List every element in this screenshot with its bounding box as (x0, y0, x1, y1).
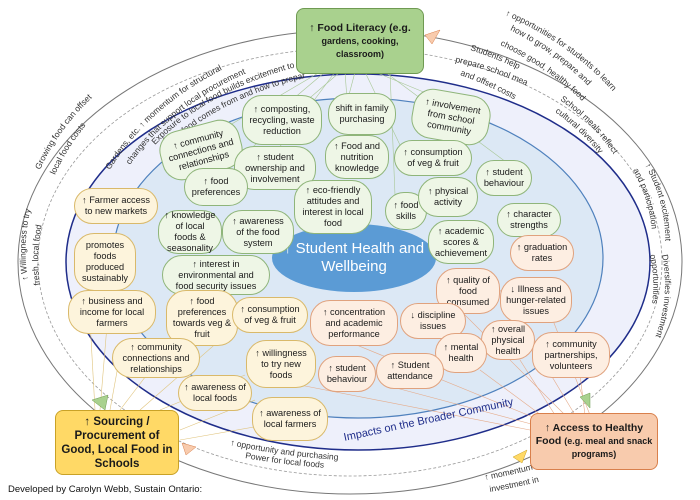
credit-text: Developed by Carolyn Webb, Sustain Ontar… (8, 484, 203, 495)
node-yellow: ↑ awareness of local farmers (252, 397, 328, 441)
node-orange: ↑ overall physical health (481, 320, 535, 360)
arrowhead-orange-bottom (181, 442, 197, 456)
node-label: ↑ student behaviour (326, 363, 368, 384)
node-label: ↑ student ownership and involvement (245, 151, 305, 184)
node-yellow: ↑ food preferences towards veg & fruit (166, 290, 238, 346)
hub-access-title: ↑ Access to Healthy (544, 422, 644, 434)
center-student-health: ↑ Student Health and Wellbeing (272, 224, 436, 292)
node-green: ↑ awareness of the food system (222, 210, 294, 254)
node-green: shift in family purchasing (328, 93, 396, 135)
node-yellow: ↑ consumption of veg & fruit (232, 297, 308, 333)
node-label: promotes foods produced sustainably (82, 240, 128, 283)
node-label: ↑ food skills (393, 200, 419, 221)
node-label: ↑ Food and nutrition knowledge (334, 140, 380, 173)
node-label: ↑ community connections and relationship… (122, 341, 190, 374)
node-green: ↑ student behaviour (476, 160, 532, 196)
center-label: ↑ Student Health and Wellbeing (283, 240, 425, 275)
arrowhead-green-right (579, 392, 591, 409)
node-label: ↑ mental health (443, 342, 479, 363)
node-green: ↑ character strengths (497, 203, 561, 237)
node-label: shift in family purchasing (335, 103, 389, 124)
node-yellow: ↑ Farmer access to new markets (74, 188, 158, 224)
node-label: ↑ awareness of local foods (184, 382, 246, 403)
node-label: ↑ concentration and academic performance (322, 306, 386, 339)
node-label: ↑ food preferences (191, 176, 241, 197)
node-yellow: ↑ business and income for local farmers (68, 290, 156, 334)
node-label: ↑ food preferences towards veg & fruit (172, 296, 232, 339)
inner-dashed-arc (37, 47, 663, 477)
hub-food-literacy-title: ↑ Food Literacy (e.g. (309, 21, 411, 34)
node-label: ↑ graduation rates (516, 242, 568, 263)
node-green: ↑ consumption of veg & fruit (394, 140, 472, 176)
hub-food-literacy: ↑ Food Literacy (e.g. gardens, cooking, … (296, 8, 424, 74)
node-yellow: ↑ awareness of local foods (178, 375, 252, 411)
node-label: ↑ overall physical health (490, 323, 526, 356)
node-orange: ↑ quality of food consumed (436, 268, 500, 314)
node-label: ↑ willingness to try new foods (255, 347, 307, 380)
node-label: ↑ Farmer access to new markets (82, 195, 150, 216)
node-orange: ↑ graduation rates (510, 235, 574, 271)
arc-label: opportunities (648, 253, 661, 304)
hub-access-sub-bold: Food (535, 435, 562, 447)
node-orange: ↑ Student attendance (376, 353, 444, 389)
node-label: ↑ business and income for local farmers (79, 295, 145, 328)
node-label: ↑ quality of food consumed (446, 274, 490, 307)
hub-sourcing: ↑ Sourcing / Procurement of Good, Local … (55, 410, 179, 475)
node-orange: ↑ student behaviour (318, 356, 376, 392)
node-green: ↑ food preferences (184, 168, 248, 206)
node-orange: ↑ concentration and academic performance (310, 300, 398, 346)
node-label: ↑ academic scores & achievement (434, 225, 488, 258)
node-green: ↑ eco-friendly attitudes and interest in… (294, 180, 372, 234)
arrowhead-yellow-bottom (512, 449, 528, 464)
arrowhead-orange-top (424, 29, 441, 45)
node-label: ↑ student behaviour (483, 167, 525, 188)
hub-sourcing-title: ↑ Sourcing / Procurement of Good, Local … (61, 415, 173, 470)
node-label: ↓ discipline issues (410, 310, 456, 331)
node-green: ↑ composting, recycling, waste reduction (242, 95, 322, 145)
node-yellow: ↑ willingness to try new foods (246, 340, 316, 388)
hub-access: ↑ Access to Healthy Food (e.g. meal and … (530, 413, 658, 470)
node-label: ↓ Illness and hunger-related issues (506, 283, 566, 316)
node-label: ↑ composting, recycling, waste reduction (249, 103, 315, 136)
node-green: ↑ knowledge of local foods & seasonality (158, 210, 222, 254)
arrowhead-green-left (91, 394, 109, 411)
arc-label: fresh, local food (30, 223, 44, 286)
node-green: ↑ interest in environmental and food sec… (162, 255, 270, 295)
node-yellow: ↑ community connections and relationship… (112, 338, 200, 378)
node-label: ↑ consumption of veg & fruit (403, 147, 463, 168)
node-green: ↑ academic scores & achievement (428, 220, 494, 264)
node-green: ↑ physical activity (418, 177, 478, 217)
node-label: ↑ character strengths (506, 209, 552, 230)
node-orange: ↑ mental health (435, 333, 487, 373)
node-orange: ↑ community partnerships, volunteers (532, 332, 610, 378)
node-label: ↑ physical activity (427, 186, 469, 207)
node-yellow: promotes foods produced sustainably (74, 233, 136, 291)
node-label: ↑ consumption of veg & fruit (240, 304, 300, 325)
node-label: ↑ community partnerships, volunteers (544, 338, 598, 371)
node-label: ↑ Student attendance (387, 360, 433, 381)
node-label: ↑ involvement from school community (424, 95, 482, 137)
hub-access-sub: (e.g. meal and snack programs) (564, 436, 653, 459)
hub-food-literacy-sub: gardens, cooking, classroom) (321, 35, 399, 59)
node-label: ↑ interest in environmental and food sec… (175, 258, 257, 291)
node-label: ↑ eco-friendly attitudes and interest in… (302, 185, 364, 228)
node-label: ↑ awareness of local farmers (259, 408, 321, 429)
node-orange: ↓ Illness and hunger-related issues (500, 277, 572, 323)
node-label: ↑ awareness of the food system (232, 215, 284, 248)
node-label: ↑ knowledge of local foods & seasonality (164, 210, 216, 253)
node-green: ↑ Food and nutrition knowledge (325, 135, 389, 179)
